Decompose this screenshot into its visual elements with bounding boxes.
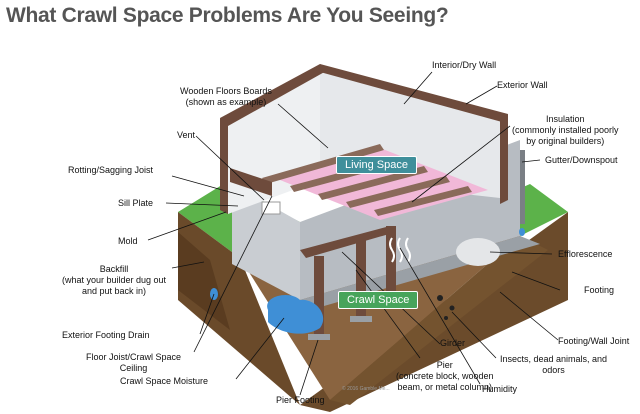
foundation-wall-left bbox=[232, 184, 300, 300]
label-sill-plate: Sill Plate bbox=[118, 198, 154, 208]
label-exterior-footing-drain: Exterior Footing Drain bbox=[62, 330, 150, 340]
efflorescence-patch bbox=[456, 238, 500, 266]
copyright-text: © 2016 Gamble Me... bbox=[342, 386, 390, 392]
downspout-drip bbox=[519, 228, 525, 236]
vent bbox=[261, 201, 281, 215]
wall-cap-left bbox=[220, 64, 328, 126]
label-pier-footing: Pier Footing bbox=[276, 395, 325, 405]
label-rotting-joist: Rotting/Sagging Joist bbox=[68, 165, 154, 175]
label-efflorescence: Efflorescence bbox=[558, 249, 613, 259]
label-wooden-floors: Wooden Floors Boards(shown as example) bbox=[180, 86, 272, 107]
label-interior-dry-wall: Interior/Dry Wall bbox=[432, 60, 497, 70]
label-mold: Mold bbox=[118, 236, 138, 246]
humidity-wisps bbox=[389, 237, 411, 263]
crawl-space-pill: Crawl Space bbox=[338, 291, 419, 309]
leader-lines bbox=[147, 71, 561, 396]
page-title: What Crawl Space Problems Are You Seeing… bbox=[6, 4, 449, 27]
girder-beam bbox=[300, 226, 396, 258]
label-crawl-space-moisture: Crawl Space Moisture bbox=[120, 376, 209, 386]
downspout bbox=[520, 150, 525, 224]
label-humidity: Humidity bbox=[482, 384, 518, 394]
label-girder: Girder bbox=[440, 338, 466, 348]
label-vent: Vent bbox=[177, 130, 196, 140]
wall-edge-left bbox=[220, 118, 228, 214]
label-footing-wall-joint: Footing/Wall Joint bbox=[558, 336, 630, 346]
label-gutter-downspout: Gutter/Downspout bbox=[545, 155, 618, 165]
label-footing: Footing bbox=[584, 285, 615, 295]
crawl-floor-shade bbox=[330, 236, 548, 405]
living-space-pill: Living Space bbox=[336, 156, 417, 174]
rim-joist bbox=[230, 168, 272, 196]
label-exterior-wall: Exterior Wall bbox=[497, 80, 548, 90]
pier-footings bbox=[308, 316, 372, 340]
moisture-puddle bbox=[267, 295, 324, 334]
wall-edge-right bbox=[500, 114, 508, 204]
insects bbox=[437, 295, 455, 320]
